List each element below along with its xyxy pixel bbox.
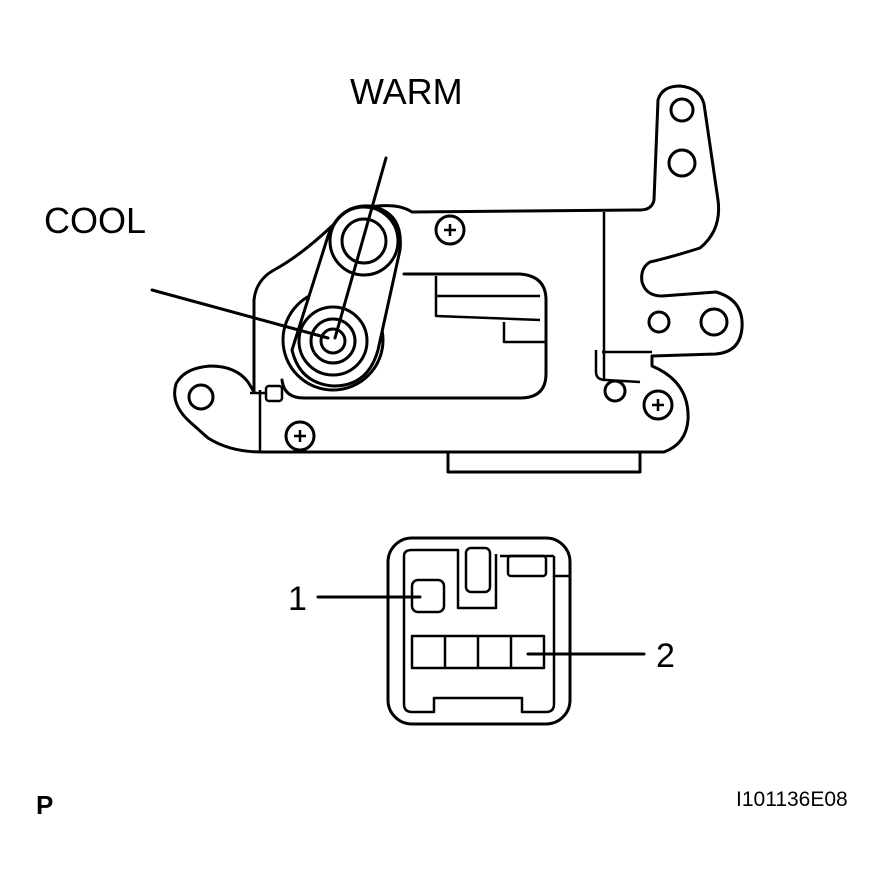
mounting-hole — [667, 148, 697, 178]
screw-icon — [284, 420, 316, 452]
warm-leader-line — [333, 156, 388, 340]
terminal-1-label: 1 — [288, 580, 307, 618]
terminal-2-label: 2 — [656, 637, 675, 675]
screw-icon — [434, 214, 466, 246]
mounting-hole — [603, 379, 627, 403]
view-code: P — [36, 790, 53, 820]
warm-label: WARM — [350, 71, 463, 112]
mounting-hole — [699, 307, 729, 337]
screw-icon — [642, 389, 674, 421]
figure-id: I101136E08 — [736, 788, 848, 811]
mounting-hole — [647, 310, 671, 334]
cool-label: COOL — [44, 200, 146, 241]
output-lever — [281, 204, 402, 392]
cool-leader-line — [150, 288, 330, 340]
mounting-hole — [187, 383, 215, 411]
servo-motor-body — [173, 84, 744, 474]
mounting-hole — [669, 97, 695, 123]
connector — [386, 536, 572, 726]
